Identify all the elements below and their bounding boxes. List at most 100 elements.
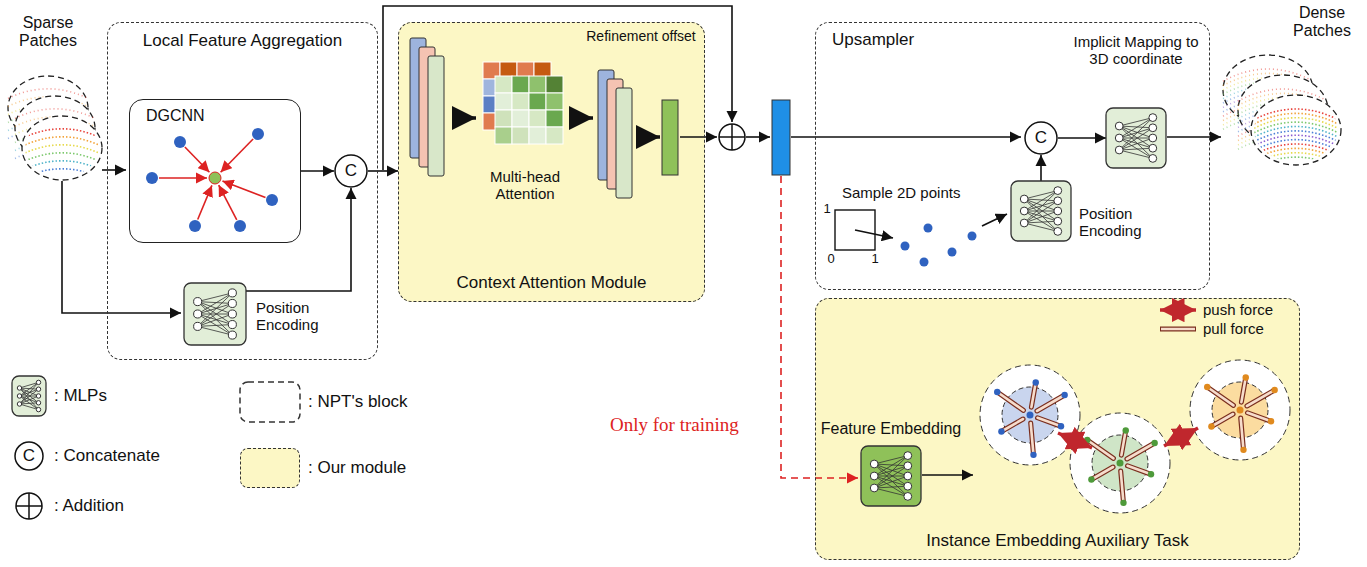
attention-cell bbox=[546, 110, 563, 127]
attention-cell bbox=[546, 127, 563, 144]
mlp-link bbox=[19, 389, 38, 404]
pull-arrow bbox=[1160, 327, 1196, 332]
refined-feature-bar bbox=[772, 100, 790, 175]
embedding-point bbox=[1084, 437, 1090, 443]
mlp-neuron bbox=[904, 462, 912, 470]
point-row bbox=[1251, 144, 1339, 156]
mlp-neuron bbox=[228, 310, 236, 318]
embedding-point bbox=[1148, 471, 1154, 477]
circle-shape bbox=[335, 155, 367, 187]
attention-cell bbox=[495, 76, 512, 93]
point-row bbox=[1251, 157, 1339, 169]
pull-arrow-inner bbox=[1161, 328, 1195, 331]
mlp-box bbox=[12, 376, 46, 416]
attention-cell bbox=[529, 93, 546, 110]
pull-arrow bbox=[1038, 418, 1061, 427]
graph-neighbour bbox=[252, 128, 264, 140]
mlp-link bbox=[874, 476, 908, 488]
attention-cell bbox=[546, 93, 563, 110]
block-title: Instance Embedding Auxiliary Task bbox=[816, 531, 1299, 551]
attention-cell bbox=[495, 127, 512, 144]
mlp-neuron bbox=[1054, 228, 1062, 236]
embedding-point bbox=[1088, 476, 1094, 482]
graph-centre bbox=[209, 172, 221, 184]
arrow-line bbox=[680, 136, 717, 138]
concatenate-circle: C bbox=[334, 154, 368, 188]
graph-edge bbox=[198, 185, 212, 219]
mlp-icon bbox=[1106, 108, 1166, 168]
graph-neighbour bbox=[146, 172, 158, 184]
pull-arrow-inner bbox=[1038, 418, 1061, 427]
addition-circle bbox=[16, 493, 42, 519]
mlp-link bbox=[1119, 126, 1153, 158]
point-row bbox=[1251, 148, 1339, 160]
mlp-link bbox=[198, 314, 233, 326]
mlp-link bbox=[19, 382, 38, 404]
output-label: Dense Patches bbox=[1284, 4, 1360, 41]
sample-point bbox=[901, 242, 910, 251]
embedding-point bbox=[998, 428, 1004, 434]
embedding-point bbox=[1204, 384, 1210, 390]
mlp-link bbox=[19, 396, 38, 410]
mlp-neuron bbox=[228, 299, 236, 307]
mlp-link bbox=[198, 293, 233, 326]
embedding-point bbox=[1240, 447, 1246, 453]
mlp-link bbox=[1119, 118, 1153, 126]
mlp-box bbox=[184, 283, 246, 345]
training-note: Only for training bbox=[610, 414, 775, 436]
embedding-point bbox=[1243, 374, 1249, 380]
mlp-link bbox=[1024, 201, 1058, 223]
pull-arrow-inner bbox=[1121, 471, 1124, 503]
mlp-neuron bbox=[1115, 146, 1123, 154]
mlp-link bbox=[874, 466, 908, 488]
arrow-line bbox=[452, 116, 476, 120]
mlp-link bbox=[874, 456, 908, 464]
block-title: DGCNN bbox=[146, 107, 205, 125]
attention-cell bbox=[495, 93, 512, 110]
pull-arrow-inner bbox=[1037, 395, 1065, 411]
mlp-box: Implicit Mapping to 3D coordinate bbox=[1106, 108, 1166, 168]
mlp-box: Position Encoding bbox=[184, 283, 246, 345]
block-title: Local Feature Aggregation bbox=[108, 31, 377, 51]
sample-point bbox=[924, 224, 933, 233]
mlp-link bbox=[198, 303, 233, 314]
legend-text: : NPT's block bbox=[308, 392, 408, 412]
graph-edge bbox=[221, 139, 254, 172]
mlp-link bbox=[1024, 211, 1058, 231]
mlp-outline bbox=[184, 283, 246, 345]
push-arrow bbox=[1058, 433, 1092, 448]
mlp-neuron bbox=[870, 460, 878, 468]
concatenate-circle: C bbox=[1024, 121, 1058, 155]
point-row bbox=[22, 137, 102, 147]
arrow-line bbox=[62, 181, 181, 313]
mlp-neuron bbox=[1149, 114, 1157, 122]
embedding-point bbox=[994, 389, 1000, 395]
module-fill bbox=[398, 22, 705, 302]
attention-cell bbox=[529, 110, 546, 127]
addition-circle bbox=[719, 124, 745, 150]
pull-arrow bbox=[1037, 395, 1065, 411]
our-module: Context Attention Module bbox=[398, 22, 705, 302]
block-label: Position Encoding bbox=[1079, 205, 1163, 240]
mlp-neuron bbox=[1020, 219, 1028, 227]
legend-text: : Addition bbox=[54, 496, 124, 516]
pull-arrow bbox=[1121, 431, 1125, 456]
force-label: push force bbox=[1203, 301, 1293, 318]
cluster-margin bbox=[980, 365, 1080, 465]
graph-neighbour bbox=[189, 220, 201, 232]
pull-arrow-inner bbox=[1001, 419, 1023, 432]
mlp-link bbox=[874, 456, 908, 488]
arrow-line bbox=[855, 230, 893, 238]
mlp-neuron bbox=[36, 380, 40, 384]
npt-block: UpsamplerCPosition EncodingImplicit Mapp… bbox=[815, 22, 1210, 290]
point-row bbox=[22, 169, 102, 179]
pull-arrow-inner bbox=[1127, 443, 1155, 459]
mlp-outline bbox=[1106, 108, 1166, 168]
mlp-neuron bbox=[904, 452, 912, 460]
mlp-neuron bbox=[904, 472, 912, 480]
sample-point bbox=[920, 258, 929, 267]
pull-arrow-inner bbox=[1031, 423, 1034, 455]
mlp-link bbox=[874, 476, 908, 496]
axis-tick: 1 bbox=[870, 252, 880, 267]
mlp-box bbox=[861, 446, 921, 506]
